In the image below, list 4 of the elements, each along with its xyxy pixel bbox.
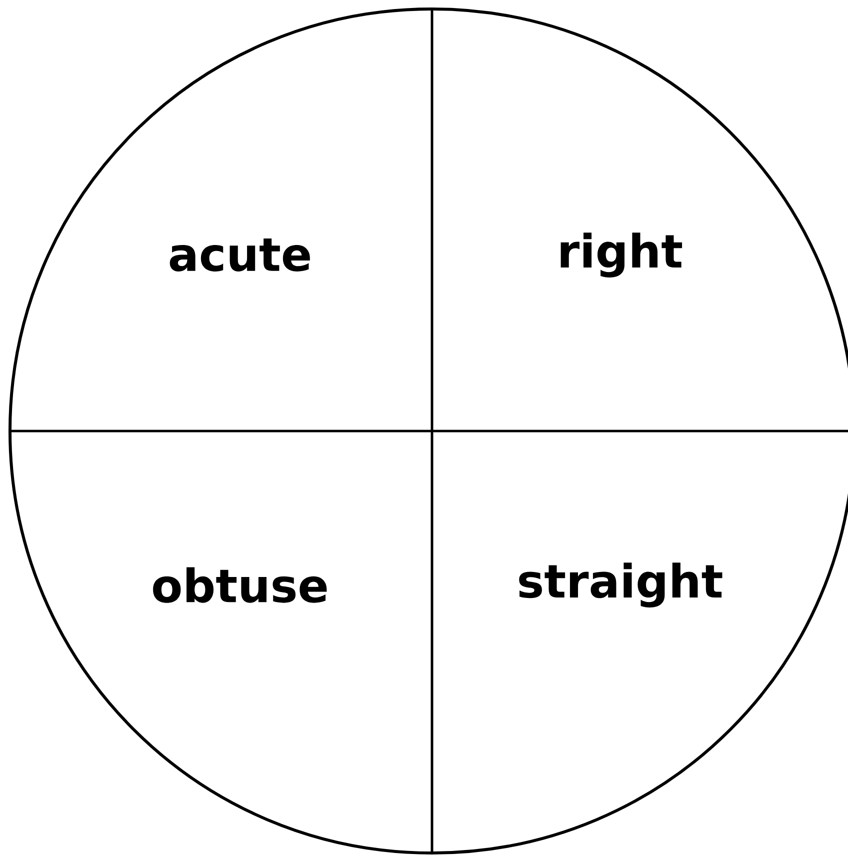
- quadrant-label: acute: [170, 238, 310, 272]
- quadrant-label: obtuse: [153, 567, 327, 603]
- quadrant-label: right: [560, 232, 682, 278]
- quadrant-label: straight: [519, 562, 722, 608]
